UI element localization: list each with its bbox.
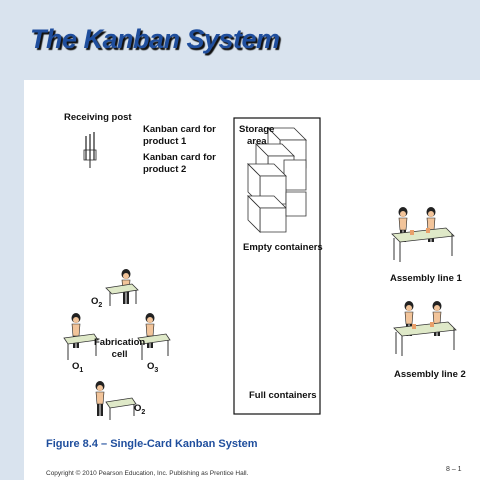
storage-area-line-1: Storage: [239, 124, 275, 135]
kanban-card-1-label: Kanban card for product 1: [143, 124, 216, 148]
copyright-notice: Copyright © 2010 Pearson Education, Inc.…: [46, 470, 249, 477]
kanban-card-2-line-1: Kanban card for: [143, 152, 216, 163]
kanban-card-2-label: Kanban card for product 2: [143, 152, 216, 176]
content-panel: [24, 80, 480, 480]
assembly-line-2-label: Assembly line 2: [394, 369, 466, 380]
operator-o2-top-subscript: 2: [98, 301, 103, 309]
storage-area-label: Storage area: [239, 124, 274, 148]
operator-o2-top-label: O2: [91, 296, 102, 312]
kanban-card-1-line-2: product 1: [143, 136, 187, 147]
operator-o2-top-letter: O: [91, 296, 99, 307]
slide-title: The Kanban System: [30, 24, 280, 54]
fabrication-cell-line-1: Fabrication: [94, 337, 146, 348]
assembly-line-1-label: Assembly line 1: [390, 273, 462, 284]
kanban-card-2-line-2: product 2: [143, 164, 187, 175]
empty-containers-stack: [247, 127, 307, 233]
assembly-line-2: [393, 300, 457, 356]
figure-caption: Figure 8.4 – Single-Card Kanban System: [46, 438, 258, 450]
operator-o1-subscript: 1: [79, 366, 84, 374]
fabrication-cell-line-2: cell: [111, 349, 128, 360]
slide-number: 8 – 1: [446, 466, 462, 473]
operator-o3-label: O3: [147, 361, 158, 377]
operator-o2-bottom-label: O2: [134, 403, 145, 419]
operator-o1-letter: O: [72, 361, 80, 372]
operator-o3-subscript: 3: [154, 366, 159, 374]
storage-area-box: [233, 117, 321, 415]
receiving-post: [83, 132, 97, 168]
empty-containers-label: Empty containers: [243, 242, 323, 253]
full-containers-label: Full containers: [249, 390, 317, 401]
header-band: [0, 0, 480, 80]
operator-o3-letter: O: [147, 361, 155, 372]
kanban-card-1-line-1: Kanban card for: [143, 124, 216, 135]
operator-o2-bottom-letter: O: [134, 403, 142, 414]
operator-o1-label: O1: [72, 361, 83, 377]
storage-area-line-2: area: [247, 136, 267, 147]
operator-o2-bottom-subscript: 2: [141, 408, 146, 416]
assembly-line-1: [391, 206, 455, 262]
receiving-post-label: Receiving post: [64, 112, 132, 123]
fabrication-cell: [63, 268, 171, 420]
left-strip: [0, 80, 24, 480]
fabrication-cell-label: Fabrication cell: [94, 337, 145, 361]
